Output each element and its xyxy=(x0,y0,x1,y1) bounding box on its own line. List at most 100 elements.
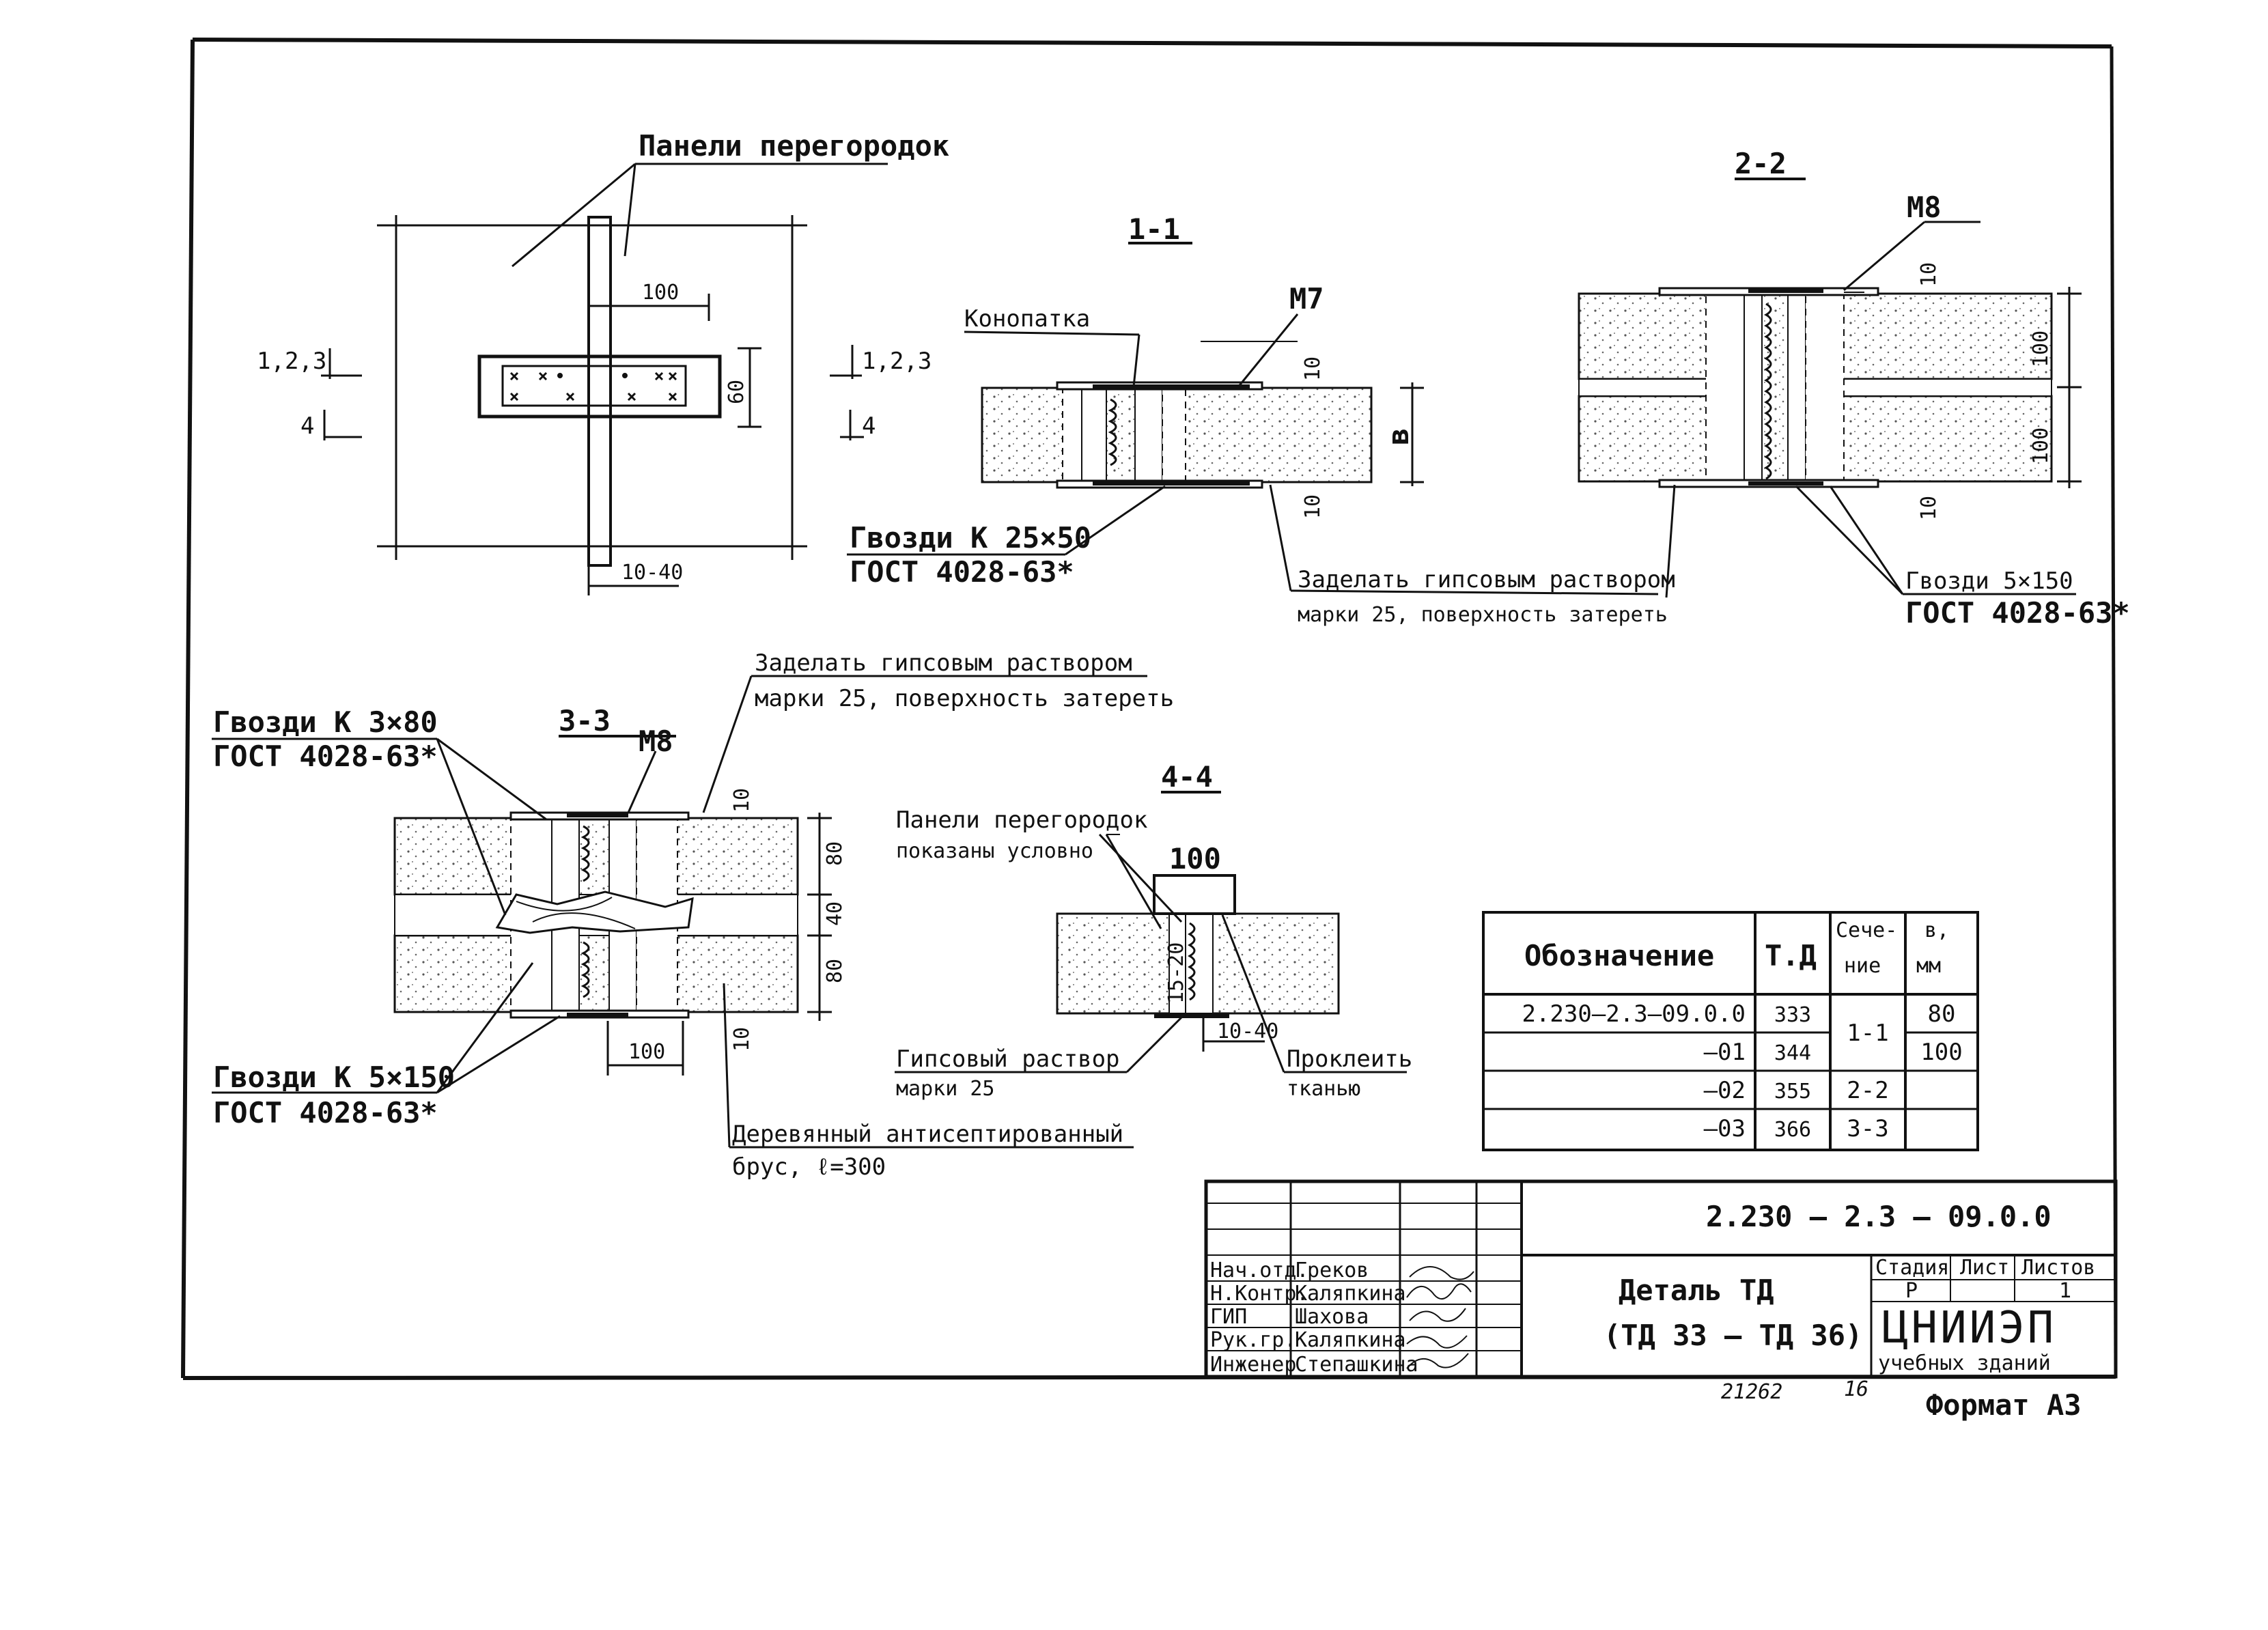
label-grade-33: марки 25, поверхность затереть xyxy=(755,685,1174,712)
org-subtitle: учебных зданий xyxy=(1878,1351,2051,1375)
spec-row-section: 2-2 xyxy=(1847,1077,1888,1104)
plan-fasteners xyxy=(509,371,677,402)
label-nails-k5: Гвозди К 5×150 xyxy=(213,1060,455,1094)
label-wood-beam: Деревянный антисептированный xyxy=(732,1121,1123,1148)
label-brus: брус, ℓ=300 xyxy=(732,1153,886,1181)
section-3-3-title: 3-3 xyxy=(559,704,611,737)
dim-22-top-10: 10 xyxy=(1917,262,1941,287)
spec-row-section: 1-1 xyxy=(1847,1020,1888,1047)
spec-row-designation: –01 xyxy=(1704,1039,1746,1066)
stage-header: Стадия xyxy=(1875,1256,1949,1280)
section-4-4-title: 4-4 xyxy=(1161,760,1213,793)
label-seal-33: Заделать гипсовым раствором xyxy=(755,649,1132,677)
mark-right-4: 4 xyxy=(862,412,876,440)
section-2-2 xyxy=(1578,178,2082,598)
mark-left-4: 4 xyxy=(300,412,314,440)
label-glue-2: тканью xyxy=(1287,1077,1360,1101)
spec-row-section: 3-3 xyxy=(1847,1115,1888,1142)
footer-inventory: 21262 xyxy=(1721,1380,1782,1404)
drawing-title-1: Деталь ТД xyxy=(1619,1274,1774,1307)
label-m8-22: М8 xyxy=(1907,191,1942,224)
label-nails-k3: Гвозди К 3×80 xyxy=(213,705,438,739)
label-nails-k25: Гвозди К 25×50 xyxy=(850,521,1091,554)
spec-row-b: 80 xyxy=(1928,1000,1956,1028)
label-grade-11: марки 25, поверхность затереть xyxy=(1298,603,1668,627)
dim-33-10-top: 10 xyxy=(730,788,754,813)
mark-right-123: 1,2,3 xyxy=(862,348,932,375)
dim-22-100-top: 100 xyxy=(2029,331,2053,367)
staff-role: ГИП xyxy=(1210,1305,1247,1329)
label-gost-k25: ГОСТ 4028-63* xyxy=(850,555,1074,589)
dim-44-1040: 10-40 xyxy=(1217,1020,1278,1043)
dim-44-1520: 15-20 xyxy=(1164,942,1188,1004)
dim-33-80-top: 80 xyxy=(823,841,847,866)
dim-plan-100: 100 xyxy=(642,281,679,305)
label-grade25: марки 25 xyxy=(896,1077,995,1101)
dim-plan-1040: 10-40 xyxy=(621,561,683,585)
dim-33-10-bot: 10 xyxy=(730,1027,754,1052)
staff-name: Каляпкина xyxy=(1295,1328,1406,1352)
label-panels-cond-1: Панели перегородок xyxy=(896,806,1147,834)
mark-left-123: 1,2,3 xyxy=(257,348,326,375)
spec-row-td: 355 xyxy=(1774,1080,1811,1104)
staff-name: Шахова xyxy=(1295,1305,1369,1329)
spec-table xyxy=(1482,911,1979,1151)
label-gost-k5: ГОСТ 4028-63* xyxy=(213,1096,438,1129)
dim-11-top-10: 10 xyxy=(1301,356,1325,381)
staff-role: Рук.гр. xyxy=(1210,1328,1296,1352)
sheet-header: Лист xyxy=(1960,1256,2009,1280)
spec-header-designation: Обозначение xyxy=(1524,939,1714,972)
staff-role: Нач.отд. xyxy=(1210,1259,1309,1282)
dim-11-bot-10: 10 xyxy=(1301,494,1325,519)
label-glue-1: Проклеить xyxy=(1287,1045,1412,1073)
footer-format: Формат А3 xyxy=(1926,1388,2082,1422)
spec-header-b: в, xyxy=(1924,918,1949,942)
spec-header-section-2: ние xyxy=(1844,954,1881,978)
spec-header-section: Сече- xyxy=(1836,918,1897,942)
label-seal-11: Заделать гипсовым раствором xyxy=(1298,566,1675,593)
dim-plan-60: 60 xyxy=(725,380,748,404)
spec-row-designation: –02 xyxy=(1704,1077,1746,1104)
dim-33-100: 100 xyxy=(628,1040,665,1064)
sheets-value: 1 xyxy=(2059,1279,2071,1303)
footer-number: 16 xyxy=(1844,1377,1868,1401)
label-gost-k3: ГОСТ 4028-63* xyxy=(213,740,438,773)
spec-header-b-2: мм xyxy=(1916,954,1941,978)
dim-11-b: в xyxy=(1382,428,1415,445)
spec-row-b: 100 xyxy=(1920,1039,1962,1066)
section-4-4 xyxy=(895,791,1407,1073)
label-gost-22: ГОСТ 4028-63* xyxy=(1905,596,2130,630)
doc-number: 2.230 – 2.3 – 09.0.0 xyxy=(1706,1200,2052,1233)
plan-view xyxy=(321,163,888,595)
section-1-1 xyxy=(847,242,1659,595)
section-1-1-title: 1-1 xyxy=(1128,212,1180,246)
staff-name: Греков xyxy=(1295,1259,1369,1282)
staff-role: Н.Контр. xyxy=(1210,1282,1309,1306)
dim-33-40: 40 xyxy=(823,901,847,926)
label-panels: Панели перегородок xyxy=(639,129,949,163)
title-block xyxy=(1204,1179,2118,1379)
sheets-header: Листов xyxy=(2021,1256,2095,1280)
sheet-frame xyxy=(181,38,2118,1380)
label-nails-5x150: Гвозди 5×150 xyxy=(1905,567,2073,595)
label-konopatka: Конопатка xyxy=(964,305,1090,333)
staff-name: Каляпкина xyxy=(1295,1282,1406,1306)
dim-22-100-bot: 100 xyxy=(2029,427,2053,464)
label-m8-33: М8 xyxy=(639,725,673,758)
spec-row-td: 366 xyxy=(1774,1118,1811,1142)
spec-row-designation: 2.230–2.3–09.0.0 xyxy=(1522,1000,1746,1028)
section-2-2-title: 2-2 xyxy=(1735,147,1787,180)
spec-row-td: 333 xyxy=(1774,1003,1811,1027)
label-panels-cond-2: показаны условно xyxy=(896,839,1093,863)
spec-row-designation: –03 xyxy=(1704,1115,1746,1142)
label-m7: М7 xyxy=(1289,282,1324,315)
label-gypsum-mortar: Гипсовый раствор xyxy=(896,1045,1120,1073)
dim-44-100: 100 xyxy=(1169,842,1221,875)
drawing-title-2: (ТД 33 – ТД 36) xyxy=(1604,1319,1862,1352)
dim-33-80-bot: 80 xyxy=(823,959,847,983)
staff-name: Степашкина xyxy=(1295,1353,1418,1377)
dim-22-bot-10: 10 xyxy=(1917,496,1941,520)
stage-value: Р xyxy=(1905,1279,1918,1303)
